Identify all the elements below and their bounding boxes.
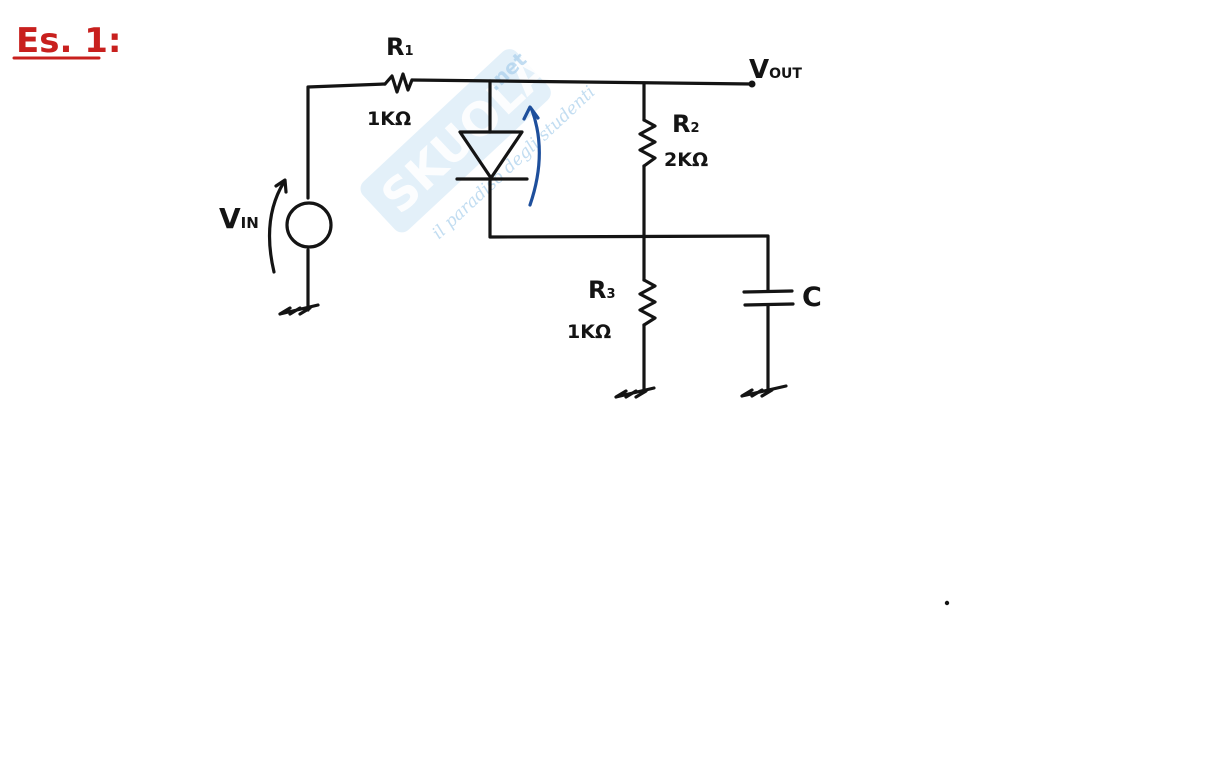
r2-symbol xyxy=(638,118,657,168)
source-symbol xyxy=(285,201,333,249)
r1-value: 1KΩ xyxy=(367,108,411,130)
r3-label: R3 xyxy=(588,276,616,304)
r3-value: 1KΩ xyxy=(567,321,611,343)
resistor-r2: R2 2KΩ xyxy=(638,110,708,171)
stray-dot xyxy=(944,600,950,606)
diode-voltage-arrow xyxy=(522,105,541,207)
resistor-r1: R1 1KΩ xyxy=(367,33,414,130)
wire-bottom-node xyxy=(488,177,770,292)
r1-symbol xyxy=(383,72,414,94)
output-terminal: VOUT xyxy=(748,55,802,88)
voltage-source: VIN xyxy=(219,178,333,274)
diode-triangle xyxy=(458,130,524,180)
wire-source-to-r1 xyxy=(306,82,387,200)
vin-arrowhead xyxy=(274,178,288,194)
r1-label: R1 xyxy=(386,33,414,61)
vin-arrow xyxy=(267,180,286,274)
wire-top-rail xyxy=(410,78,754,86)
vin-label: VIN xyxy=(219,202,259,235)
title-text: Es. 1: xyxy=(16,21,121,61)
capacitor-plate-top xyxy=(742,289,794,294)
capacitor-label: C xyxy=(802,282,822,313)
ground-symbol xyxy=(278,303,320,316)
wires xyxy=(306,78,770,394)
output-node-dot xyxy=(748,80,756,88)
ground-source xyxy=(278,303,320,316)
r3-symbol xyxy=(638,278,657,327)
diode xyxy=(455,130,529,181)
ground-r3 xyxy=(614,386,656,399)
exercise-title: Es. 1: xyxy=(12,21,121,61)
capacitor-plate-bottom xyxy=(743,302,795,307)
blue-arrow xyxy=(528,108,541,207)
ground-symbol xyxy=(614,386,656,399)
blue-arrowhead xyxy=(522,105,540,121)
ground-capacitor xyxy=(740,384,788,398)
r2-value: 2KΩ xyxy=(664,149,708,171)
resistor-r3: R3 1KΩ xyxy=(567,276,657,343)
vout-label: VOUT xyxy=(749,55,802,85)
ground-symbol xyxy=(740,384,788,398)
watermark-badge xyxy=(360,49,551,233)
r2-label: R2 xyxy=(672,110,700,138)
capacitor: C xyxy=(742,282,822,313)
